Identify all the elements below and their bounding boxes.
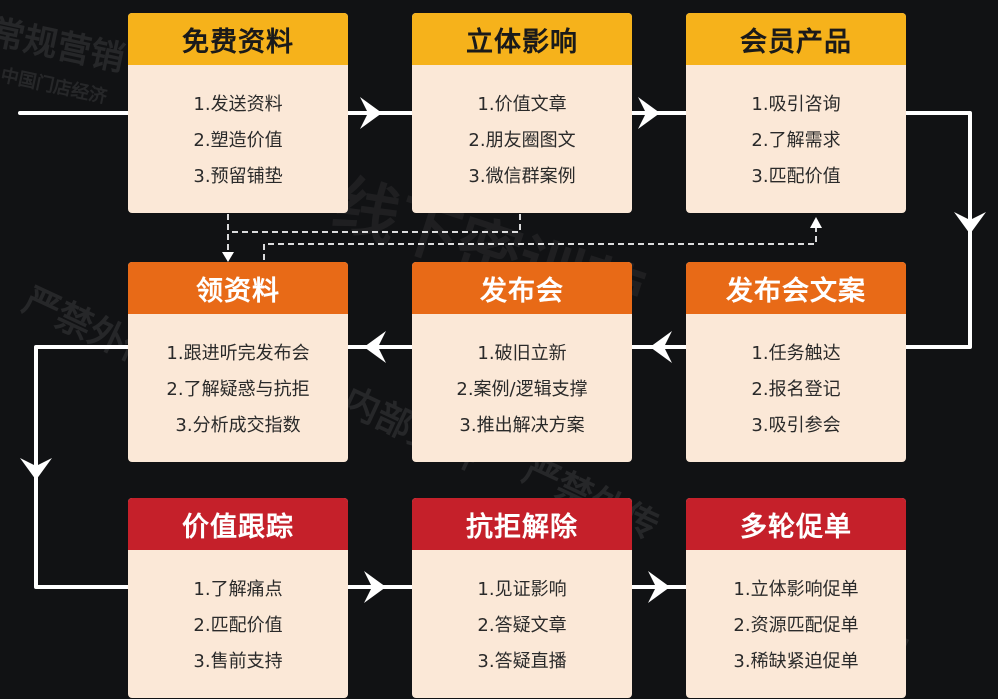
list-item: 1.破旧立新	[477, 343, 567, 364]
step-list: 1.见证影响 2.答疑文章 3.答疑直播	[412, 550, 632, 680]
list-item: 2.了解需求	[751, 130, 841, 151]
step-card-launch-copy: 发布会文案 1.任务触达 2.报名登记 3.吸引参会	[686, 262, 906, 462]
step-title: 抗拒解除	[412, 498, 632, 550]
step-card-3d-influence: 立体影响 1.价值文章 2.朋友圈图文 3.微信群案例	[412, 13, 632, 213]
list-item: 3.售前支持	[193, 651, 283, 672]
list-item: 1.价值文章	[477, 94, 567, 115]
list-item: 1.了解痛点	[193, 579, 283, 600]
list-item: 3.推出解决方案	[459, 415, 585, 436]
list-item: 1.立体影响促单	[733, 579, 859, 600]
chevron-left-icon	[364, 331, 386, 363]
list-item: 3.预留铺垫	[193, 166, 283, 187]
list-item: 2.报名登记	[751, 379, 841, 400]
step-card-multi-round-closing: 多轮促单 1.立体影响促单 2.资源匹配促单 3.稀缺紧迫促单	[686, 498, 906, 698]
step-card-get-materials: 领资料 1.跟进听完发布会 2.了解疑惑与抗拒 3.分析成交指数	[128, 262, 348, 462]
list-item: 1.发送资料	[193, 94, 283, 115]
list-item: 3.微信群案例	[468, 166, 576, 187]
list-item: 2.资源匹配促单	[733, 615, 859, 636]
step-title: 免费资料	[128, 13, 348, 65]
list-item: 2.匹配价值	[193, 615, 283, 636]
flow-line-3-6	[904, 111, 972, 349]
chevron-right-icon	[638, 97, 660, 129]
list-item: 3.吸引参会	[751, 415, 841, 436]
list-item: 3.分析成交指数	[175, 415, 301, 436]
step-title: 价值跟踪	[128, 498, 348, 550]
step-title: 发布会文案	[686, 262, 906, 314]
list-item: 2.朋友圈图文	[468, 130, 576, 151]
step-title: 多轮促单	[686, 498, 906, 550]
list-item: 2.了解疑惑与抗拒	[166, 379, 310, 400]
list-item: 1.吸引咨询	[751, 94, 841, 115]
step-title: 立体影响	[412, 13, 632, 65]
step-list: 1.任务触达 2.报名登记 3.吸引参会	[686, 314, 906, 444]
dashed-link-to-left	[228, 214, 521, 233]
step-card-value-tracking: 价值跟踪 1.了解痛点 2.匹配价值 3.售前支持	[128, 498, 348, 698]
step-list: 1.价值文章 2.朋友圈图文 3.微信群案例	[412, 65, 632, 195]
step-title: 发布会	[412, 262, 632, 314]
chevron-right-icon	[648, 571, 670, 603]
step-list: 1.了解痛点 2.匹配价值 3.售前支持	[128, 550, 348, 680]
list-item: 1.见证影响	[477, 579, 567, 600]
list-item: 2.塑造价值	[193, 130, 283, 151]
dashed-arrow-down-icon	[222, 252, 234, 262]
list-item: 1.任务触达	[751, 343, 841, 364]
list-item: 2.案例/逻辑支撑	[456, 379, 588, 400]
step-card-launch-event: 发布会 1.破旧立新 2.案例/逻辑支撑 3.推出解决方案	[412, 262, 632, 462]
chevron-down-icon	[20, 458, 52, 480]
dashed-link-right	[263, 224, 817, 260]
step-card-member-product: 会员产品 1.吸引咨询 2.了解需求 3.匹配价值	[686, 13, 906, 213]
chevron-right-icon	[364, 571, 386, 603]
dashed-arrow-up-icon	[810, 217, 822, 228]
step-list: 1.立体影响促单 2.资源匹配促单 3.稀缺紧迫促单	[686, 550, 906, 680]
chevron-left-icon	[650, 331, 672, 363]
step-card-objection-handling: 抗拒解除 1.见证影响 2.答疑文章 3.答疑直播	[412, 498, 632, 698]
step-list: 1.吸引咨询 2.了解需求 3.匹配价值	[686, 65, 906, 195]
list-item: 3.答疑直播	[477, 651, 567, 672]
step-list: 1.发送资料 2.塑造价值 3.预留铺垫	[128, 65, 348, 195]
step-title: 会员产品	[686, 13, 906, 65]
flow-line-4-7	[34, 345, 130, 589]
chevron-right-icon	[360, 97, 382, 129]
list-item: 1.跟进听完发布会	[166, 343, 310, 364]
step-title: 领资料	[128, 262, 348, 314]
step-list: 1.破旧立新 2.案例/逻辑支撑 3.推出解决方案	[412, 314, 632, 444]
chevron-down-icon	[954, 212, 986, 234]
step-list: 1.跟进听完发布会 2.了解疑惑与抗拒 3.分析成交指数	[128, 314, 348, 444]
step-card-free-materials: 免费资料 1.发送资料 2.塑造价值 3.预留铺垫	[128, 13, 348, 213]
list-item: 2.答疑文章	[477, 615, 567, 636]
list-item: 3.稀缺紧迫促单	[733, 651, 859, 672]
list-item: 3.匹配价值	[751, 166, 841, 187]
